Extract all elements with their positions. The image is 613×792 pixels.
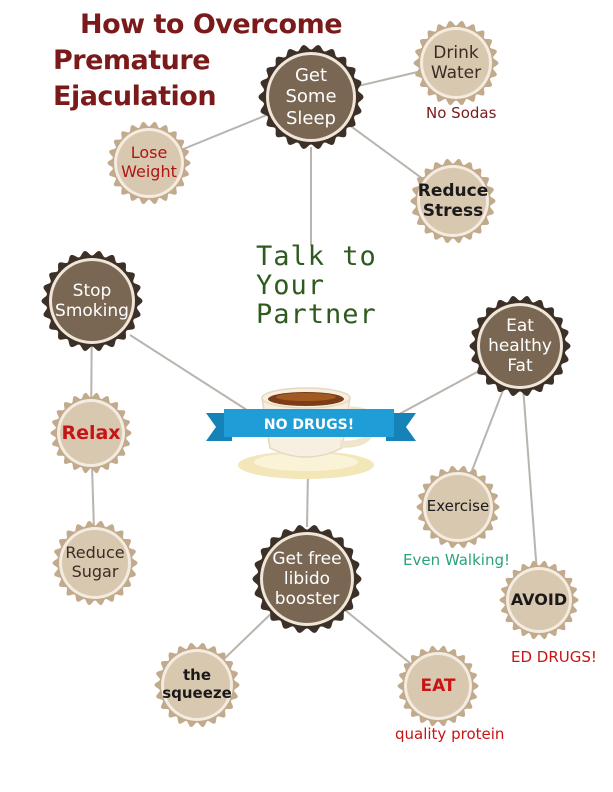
connector-get-free-libido-booster-to-eat [306,578,439,687]
callout-ed-drugs: ED DRUGS! [511,648,597,666]
connector-relax-to-reduce-sugar [90,432,96,564]
connector-smoking-to-cup [129,334,251,413]
connector-stop-smoking-to-relax [90,300,93,434]
callout-quality-protein: quality protein [395,725,505,743]
center-text-line-2: Your [256,270,326,301]
connector-cup-to-booster [306,469,309,528]
center-text-line-3: Partner [256,299,377,330]
connector-eat-healthy-fat-to-avoid [519,345,540,601]
title-line-2: Premature [53,45,211,76]
ribbon-label: NO DRUGS! [263,417,355,433]
connector-get-some-sleep-to-drink-water [310,62,457,98]
title-line-1: How to Overcome [80,9,343,40]
callout-no-sodas: No Sodas [426,104,497,122]
connector-get-free-libido-booster-to-the-squeeze [196,578,308,686]
connector-fat-to-cup [391,371,478,419]
connector-eat-healthy-fat-to-exercise [457,345,521,508]
title-line-3: Ejaculation [53,81,217,112]
callout-even-walking: Even Walking! [403,551,510,569]
center-text-line-1: Talk to [256,241,377,272]
